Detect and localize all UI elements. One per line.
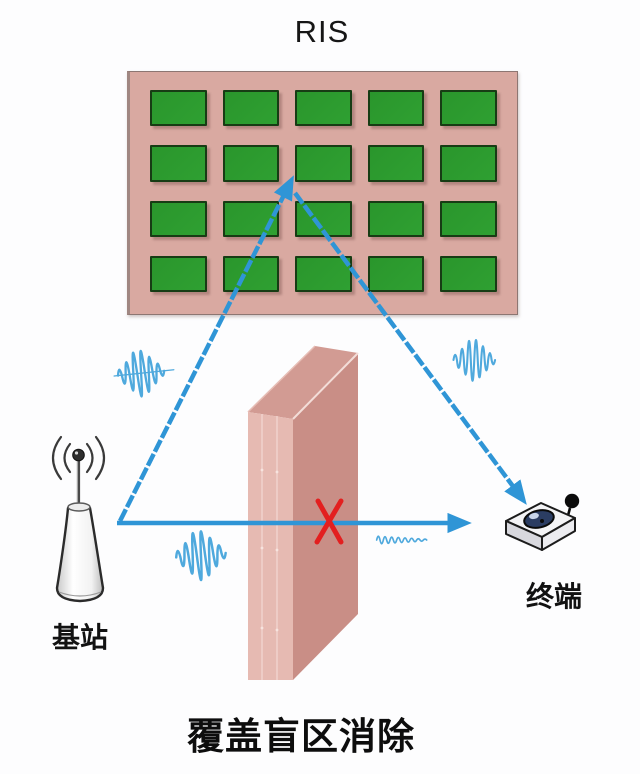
ris-element — [367, 90, 425, 127]
ris-element — [440, 255, 497, 292]
ris-element — [295, 200, 352, 237]
signal-wave-icon — [113, 347, 175, 400]
ris-element — [295, 255, 352, 292]
ris-element — [440, 90, 497, 127]
antenna-tower-icon — [51, 435, 106, 603]
ris-element — [295, 145, 352, 182]
ris-element — [295, 90, 352, 127]
ris-element — [150, 255, 207, 292]
ris-element — [367, 255, 425, 292]
wall-obstacle — [247, 345, 359, 680]
ris-element — [440, 200, 497, 237]
ris-element — [222, 255, 280, 292]
ris-element — [440, 145, 497, 182]
diagram-caption: 覆盖盲区消除 — [187, 716, 415, 757]
ris-element — [222, 200, 280, 237]
ris-panel — [127, 71, 518, 315]
ris-element — [150, 90, 207, 127]
terminal-label: 终端 — [525, 581, 582, 612]
base-station-label: 基站 — [51, 622, 108, 653]
signal-wave-icon — [172, 528, 230, 584]
terminal-device-icon — [505, 493, 580, 551]
ris-element — [150, 200, 207, 237]
ris-element — [367, 200, 425, 237]
ris-element — [150, 145, 207, 182]
ris-element — [367, 145, 425, 182]
attenuated-signal-wave-icon — [375, 535, 428, 545]
ris-element — [222, 145, 280, 182]
ris-element — [222, 90, 280, 127]
blocked-x-icon — [314, 498, 344, 545]
signal-wave-icon — [452, 338, 497, 382]
diagram-title: RIS — [294, 14, 350, 49]
